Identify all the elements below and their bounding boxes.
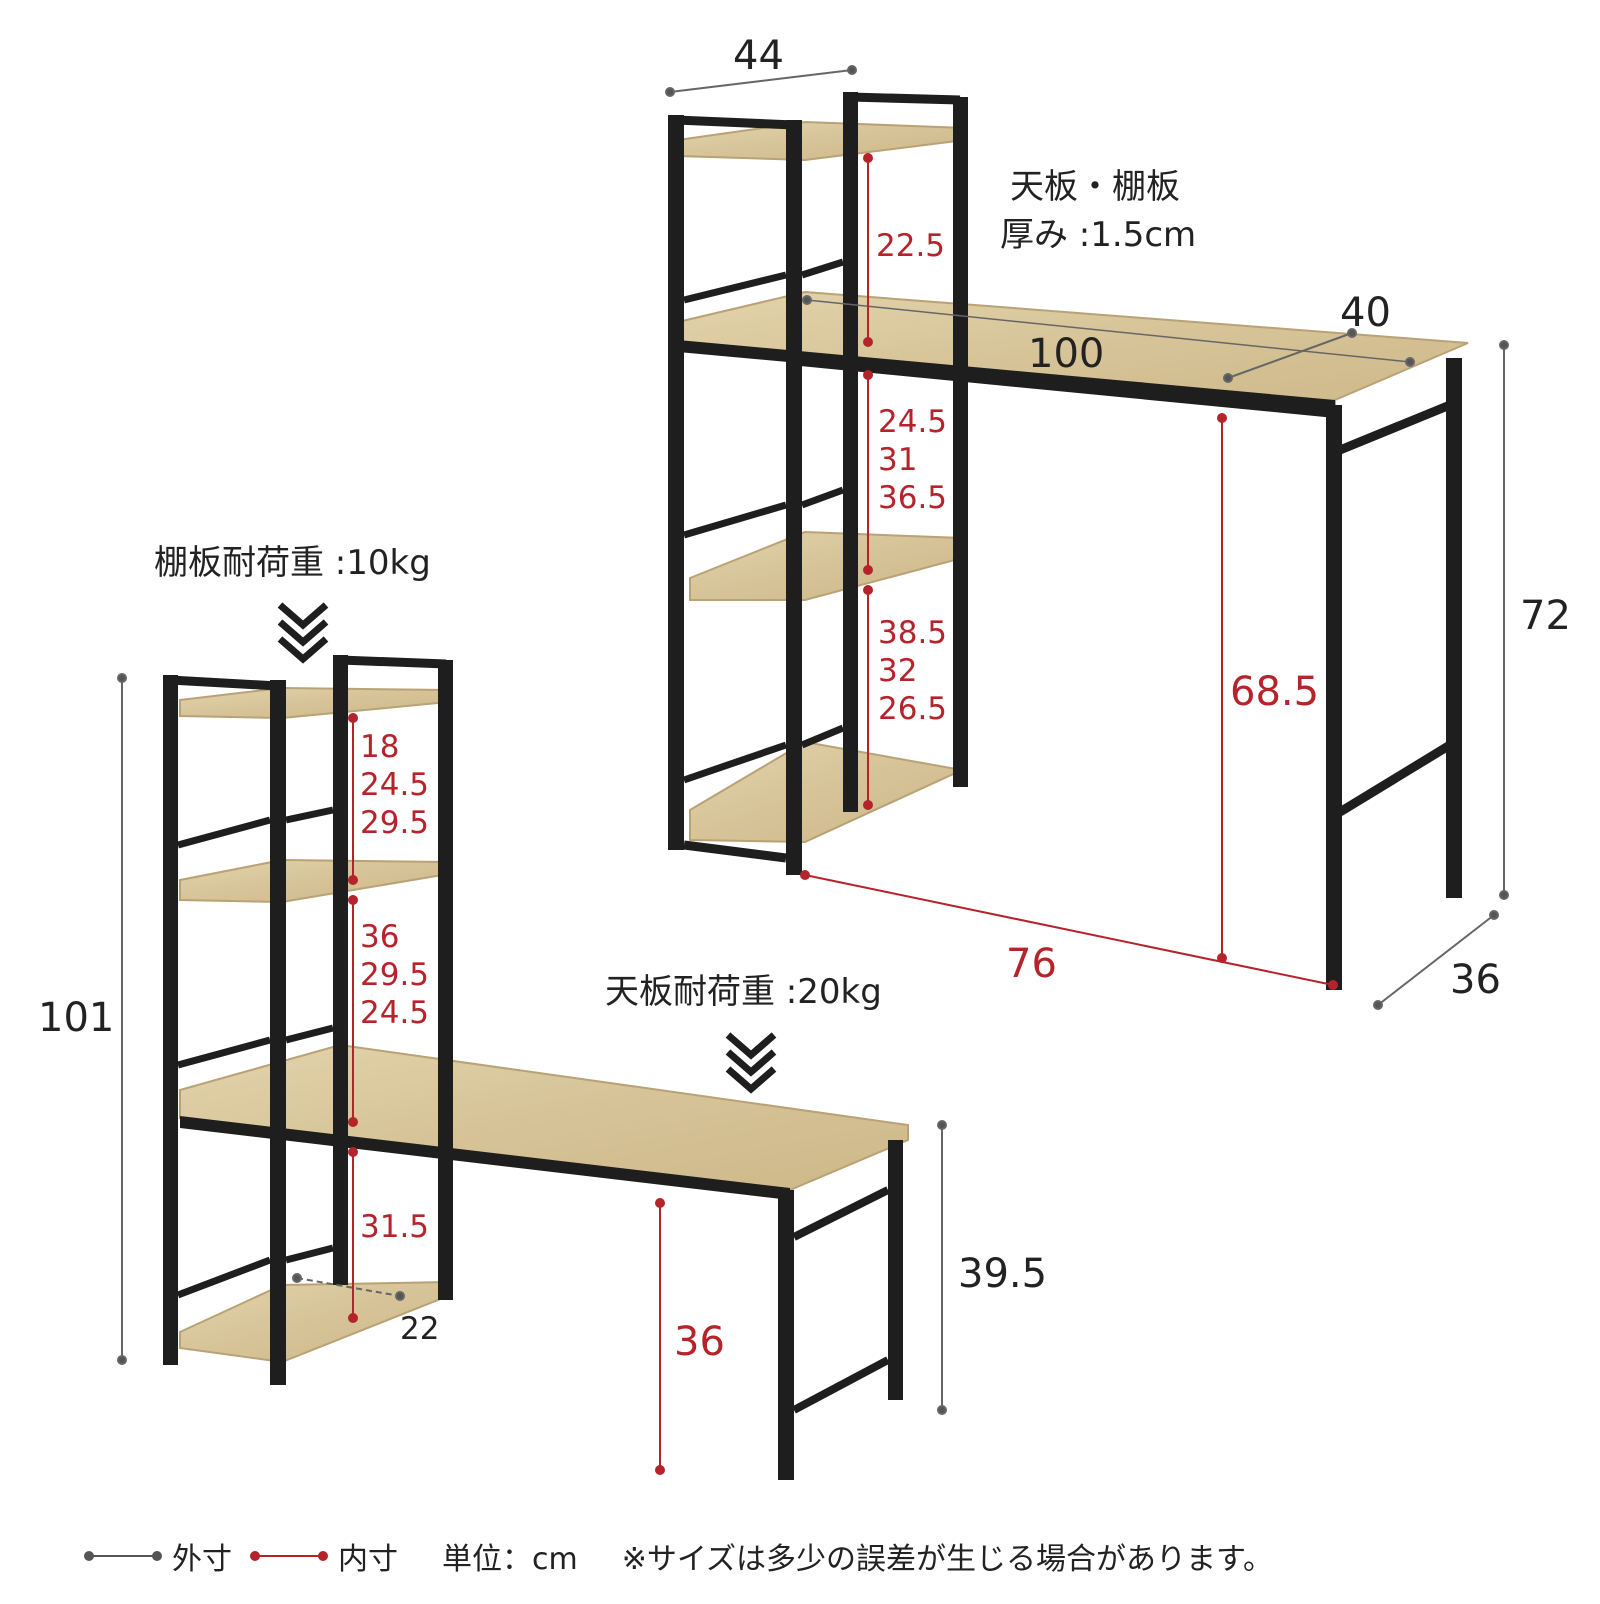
shelf-width-label: 44 (733, 33, 784, 79)
legend-outer-label: 外寸 (172, 1542, 232, 1577)
lower-clearance-1: 38.5 (878, 615, 948, 651)
shelf-load-label: 棚板耐荷重 :10kg (154, 543, 431, 583)
high-shelf-top (677, 120, 966, 162)
low-knee-height-label: 36 (674, 1319, 725, 1365)
desk-width-label: 100 (1028, 331, 1105, 377)
high-desk (665, 65, 1509, 1010)
low-middle-clearance-1: 36 (360, 919, 400, 955)
low-upper-clearance-1: 18 (360, 729, 400, 765)
low-middle-clearance-2: 29.5 (360, 957, 430, 993)
inner-dimension-line-icon (250, 1551, 328, 1561)
desk-depth-label: 40 (1340, 290, 1391, 336)
low-upper-clearance-stack: 18 24.5 29.5 (360, 728, 429, 842)
lower-clearance-2: 32 (878, 653, 918, 689)
low-desk-back-leg (888, 1140, 903, 1400)
shelf-depth-label: 36 (1450, 957, 1501, 1003)
low-bottom-depth-label: 22 (400, 1311, 440, 1347)
low-middle-clearance-3: 24.5 (360, 995, 430, 1031)
thickness-note-line2: 厚み :1.5cm (1000, 215, 1197, 255)
low-bottom-clearance-label: 31.5 (360, 1209, 430, 1245)
low-desk-height-label: 39.5 (958, 1251, 1048, 1297)
shelf-load-arrow-icon (277, 602, 329, 664)
lower-clearance-3: 26.5 (878, 691, 948, 727)
low-total-height-label: 101 (38, 995, 115, 1041)
low-desk-front-leg (778, 1190, 794, 1480)
upper-shelf-clearance-stack: 24.5 31 36.5 (878, 403, 947, 517)
top-load-label: 天板耐荷重 :20kg (605, 972, 882, 1012)
top-shelf-clearance-label: 22.5 (876, 228, 946, 264)
low-shelf-middle (179, 858, 449, 904)
legend-inner-label: 内寸 (338, 1542, 398, 1577)
high-desk-back-leg (1446, 358, 1462, 898)
knee-height-label: 68.5 (1230, 669, 1320, 715)
low-desk (117, 602, 947, 1480)
upper-clearance-1: 24.5 (878, 404, 948, 440)
high-shelf-middle (689, 530, 963, 601)
lower-shelf-clearance-stack: 38.5 32 26.5 (878, 614, 947, 728)
desk-height-label: 72 (1520, 593, 1571, 639)
low-upper-clearance-2: 24.5 (360, 767, 430, 803)
top-load-arrow-icon (725, 1032, 777, 1094)
high-desk-front-leg (1326, 405, 1342, 990)
low-shelf-top (179, 686, 449, 720)
upper-clearance-3: 36.5 (878, 480, 948, 516)
knee-width-label: 76 (1006, 941, 1057, 987)
legend: 外寸 内寸 単位：cm ※サイズは多少の誤差が生じる場合があります。 (84, 1536, 1273, 1577)
low-middle-clearance-stack: 36 29.5 24.5 (360, 918, 429, 1032)
low-upper-clearance-3: 29.5 (360, 805, 430, 841)
thickness-note-line1: 天板・棚板 (1010, 167, 1180, 207)
high-shelf-bottom (689, 740, 966, 844)
outer-dimension-line-icon (84, 1551, 162, 1561)
legend-unit-label: 単位：cm (442, 1542, 578, 1577)
legend-disclaimer: ※サイズは多少の誤差が生じる場合があります。 (621, 1542, 1273, 1577)
upper-clearance-2: 31 (878, 442, 918, 478)
